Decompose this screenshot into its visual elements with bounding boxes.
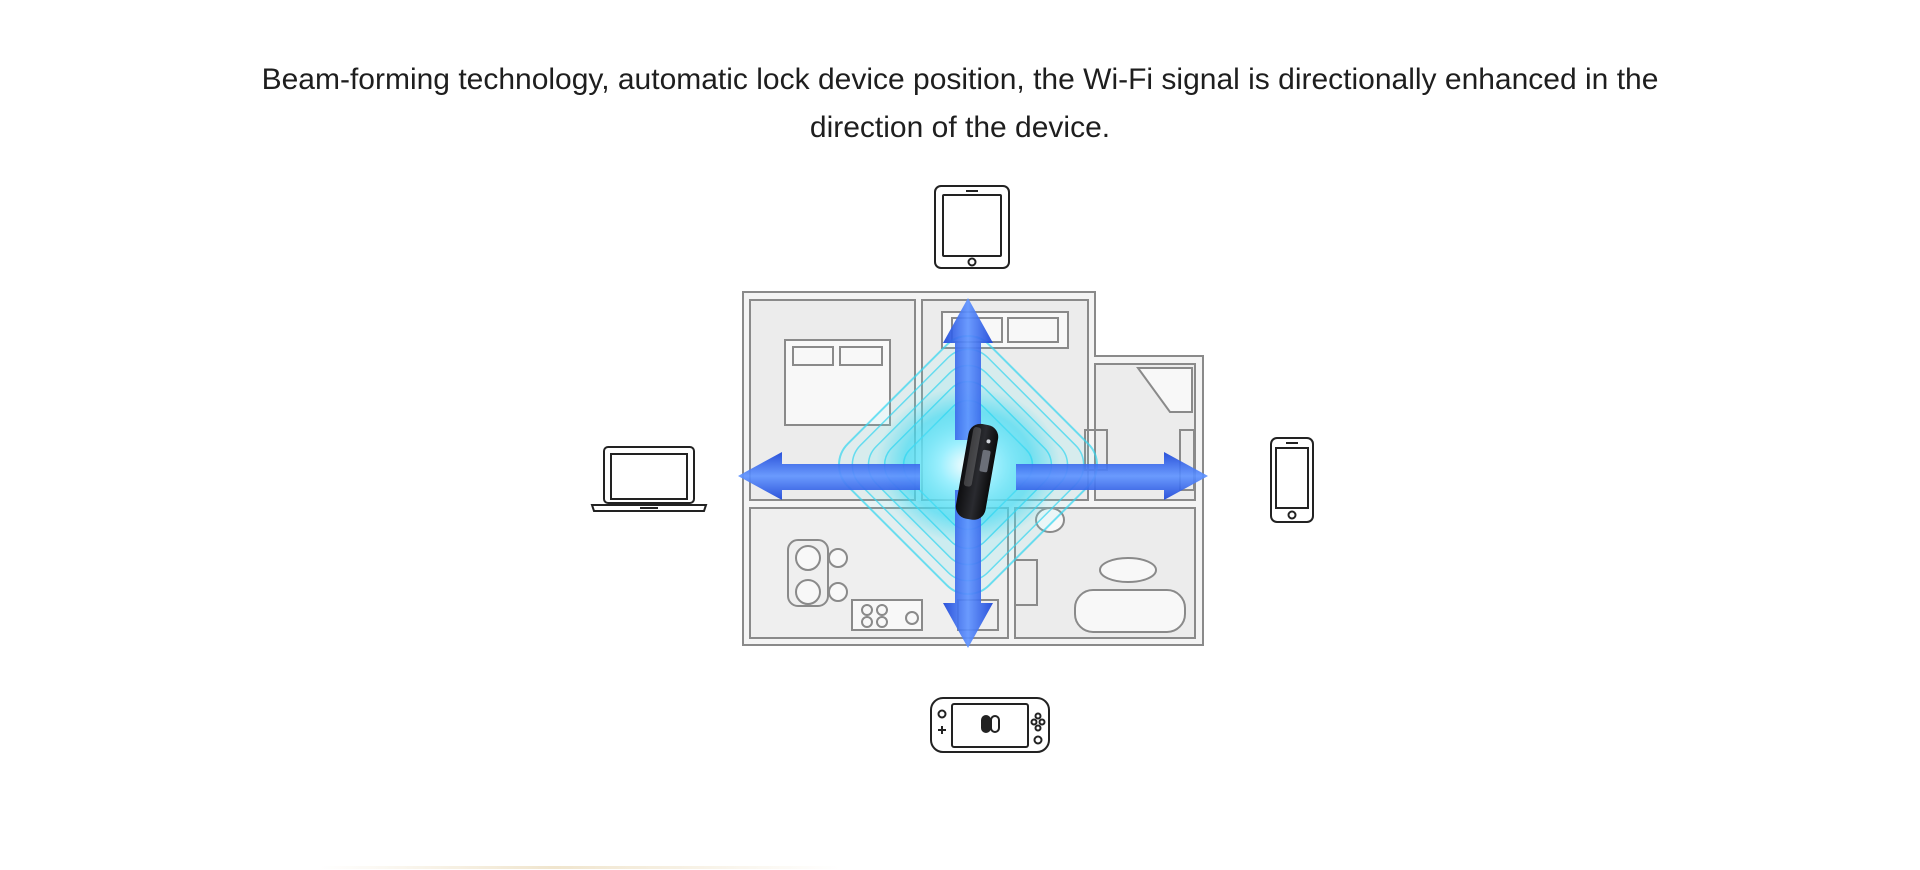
wifi-adapter-icon xyxy=(955,423,999,520)
beam-arrow-down xyxy=(943,490,993,648)
beam-arrow-right xyxy=(1016,452,1208,500)
game-console-icon xyxy=(930,697,1050,753)
tablet-icon xyxy=(934,185,1010,269)
laptop-icon xyxy=(590,446,708,512)
headline: Beam-forming technology, automatic lock … xyxy=(261,63,1659,144)
beam-arrow-left xyxy=(738,452,920,500)
footer-glow xyxy=(320,866,840,869)
smartphone-icon xyxy=(1270,437,1314,523)
beam-arrows xyxy=(738,298,1208,648)
beam-arrow-up xyxy=(943,298,993,440)
